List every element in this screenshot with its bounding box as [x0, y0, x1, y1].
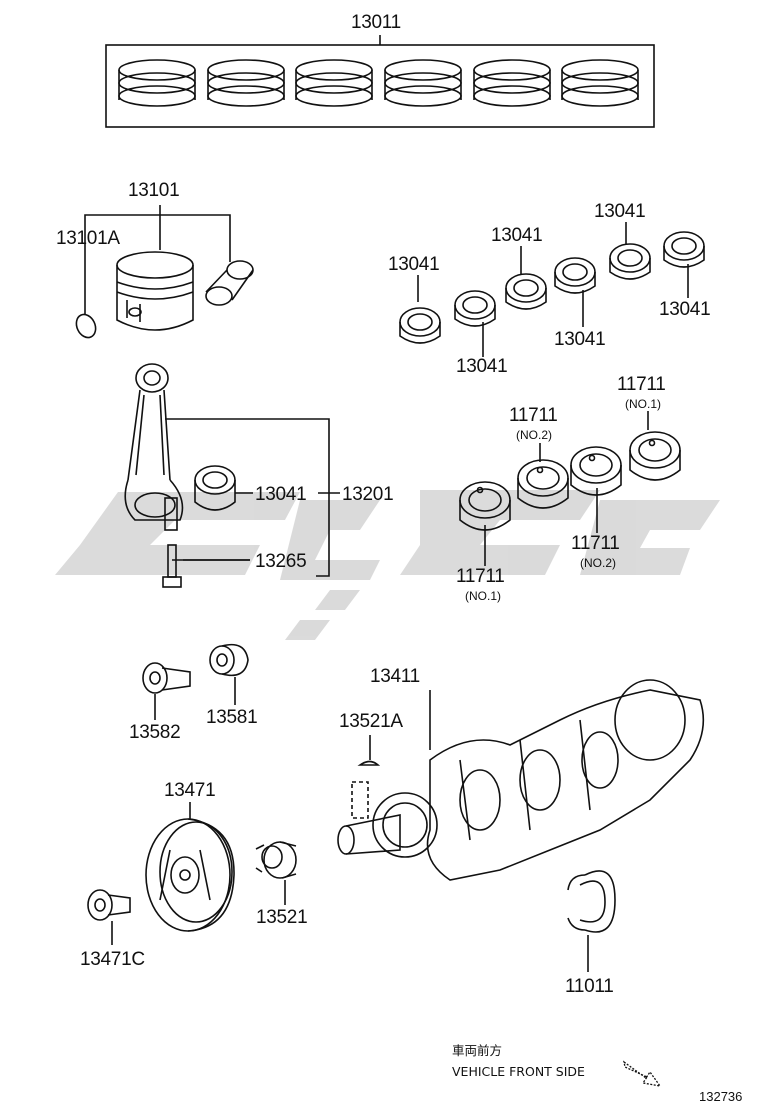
label-13041-b: 13041 [456, 356, 508, 377]
piston-ring-set-group [105, 35, 655, 128]
direction-note-japanese: 車両前方 [452, 1043, 503, 1058]
piston-pin [205, 260, 254, 306]
crankshaft [337, 679, 705, 881]
conrod-bearing-1 [399, 307, 441, 344]
label-11711-c: 11711 [571, 533, 620, 554]
sublabel-no2-b: (NO.2) [580, 556, 616, 570]
label-13041-f: 13041 [659, 299, 711, 320]
label-11711-b: 11711 [509, 405, 558, 426]
crankshaft-group [337, 679, 705, 881]
label-13041-d: 13041 [554, 329, 606, 350]
watermark-logo [55, 490, 720, 640]
label-11711-d: 11711 [456, 566, 505, 587]
label-13521A: 13521A [339, 711, 403, 732]
conrod-bearing-2 [454, 290, 496, 327]
label-13101: 13101 [128, 180, 180, 201]
direction-note-english: VEHICLE FRONT SIDE [452, 1064, 585, 1079]
label-13201: 13201 [342, 484, 394, 505]
piston [116, 251, 194, 331]
conrod-bearings-row [399, 222, 705, 357]
connecting-rod [124, 363, 184, 531]
conrod-bearing-side [194, 465, 236, 511]
timing-gear [255, 841, 297, 879]
sublabel-no2-a: (NO.2) [516, 428, 552, 442]
piston-group [75, 205, 254, 339]
piston-ring-3 [295, 59, 373, 107]
label-13041-conrod: 13041 [255, 484, 307, 505]
conrod-bolt [162, 544, 182, 588]
label-13582: 13582 [129, 722, 181, 743]
label-13411: 13411 [370, 666, 420, 687]
main-bearing-1 [459, 481, 511, 531]
piston-ring-4 [384, 59, 462, 107]
piston-pin-snap-ring [75, 313, 97, 339]
label-13041-a: 13041 [388, 254, 440, 275]
label-11711-a: 11711 [617, 374, 666, 395]
small-parts-group [142, 643, 249, 720]
piston-ring-set-frame [105, 44, 655, 128]
main-bearing-4 [629, 431, 681, 481]
piston-ring-6 [561, 59, 639, 107]
conrod-bearing-3 [505, 273, 547, 310]
conrod-bearing-4 [554, 257, 596, 294]
label-13041-c: 13041 [491, 225, 543, 246]
connecting-rod-group [124, 363, 340, 588]
pulley-bolt [87, 889, 131, 921]
label-13011: 13011 [351, 12, 401, 33]
sublabel-no1-a: (NO.1) [625, 397, 661, 411]
thrust-washer [567, 870, 616, 972]
label-13265: 13265 [255, 551, 307, 572]
bolt-13582 [142, 662, 191, 694]
label-13101A: 13101A [56, 228, 120, 249]
piston-ring-5 [473, 59, 551, 107]
label-13041-e: 13041 [594, 201, 646, 222]
main-bearing-2 [517, 459, 569, 509]
part-13581 [209, 643, 249, 677]
sublabel-no1-b: (NO.1) [465, 589, 501, 603]
label-13581: 13581 [206, 707, 258, 728]
crank-pulley [145, 818, 235, 932]
main-bearings-row [459, 411, 681, 566]
label-13471C: 13471C [80, 949, 145, 970]
conrod-bearing-6 [663, 231, 705, 268]
pulley-group [87, 802, 297, 945]
conrod-bearing-5 [609, 243, 651, 280]
label-13471: 13471 [164, 780, 216, 801]
piston-ring-1 [118, 59, 196, 107]
front-direction-arrow-icon [623, 1060, 662, 1087]
label-13521: 13521 [256, 907, 308, 928]
label-11011: 11011 [565, 976, 614, 997]
illustration-id: 132736 [699, 1089, 743, 1104]
piston-ring-2 [207, 59, 285, 107]
main-bearing-3 [570, 446, 622, 496]
woodruff-key [351, 760, 381, 819]
